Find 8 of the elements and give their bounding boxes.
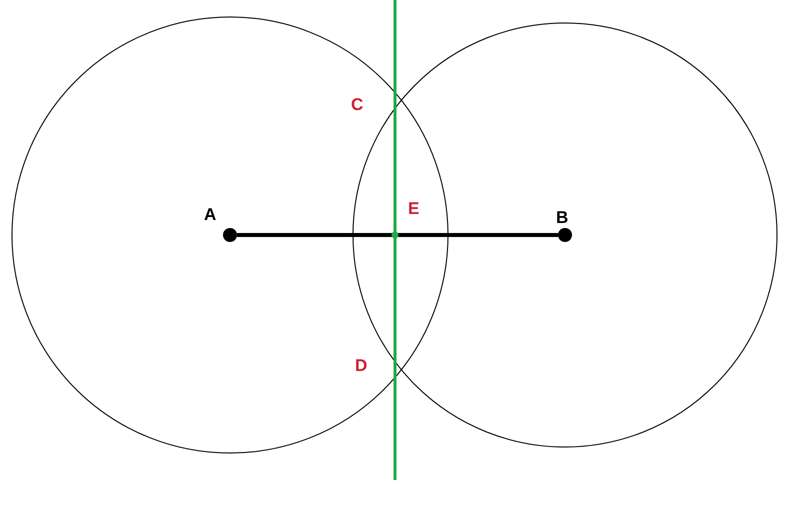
point-label: E xyxy=(408,200,420,217)
line-segment xyxy=(237,233,558,237)
point-label: C xyxy=(351,96,364,113)
point-dot xyxy=(558,228,572,242)
point-label: A xyxy=(204,206,216,223)
point-label: D xyxy=(355,357,368,374)
point-dot xyxy=(223,228,237,242)
point-label: B xyxy=(556,209,568,226)
